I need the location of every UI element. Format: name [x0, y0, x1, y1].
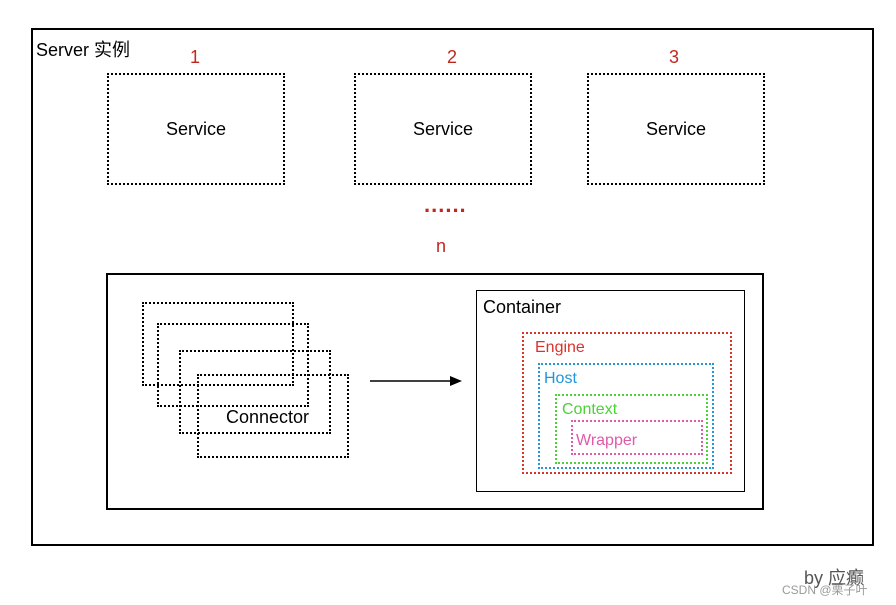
wrapper-label: Wrapper — [576, 432, 638, 449]
engine-box — [522, 332, 732, 474]
engine-label: Engine — [535, 339, 585, 356]
host-box — [538, 363, 714, 469]
service-detail-box — [106, 273, 764, 510]
service-box-2: Service — [354, 73, 532, 185]
connector-label: Connector — [226, 407, 310, 427]
service-box-1: Service — [107, 73, 285, 185]
container-box — [476, 290, 745, 492]
server-instance-box — [31, 28, 874, 546]
connector-box — [142, 302, 294, 386]
connector-box — [157, 323, 309, 407]
container-label: Container — [483, 297, 562, 317]
more-services-ellipsis: ...... — [424, 192, 467, 217]
service-number-3: 3 — [669, 47, 680, 67]
context-box — [555, 394, 708, 464]
service-label: Service — [165, 118, 227, 139]
arrow-right-icon — [370, 376, 462, 386]
context-label: Context — [562, 401, 618, 418]
server-instance-label: Server 实例 — [36, 40, 131, 60]
service-box-3: Service — [587, 73, 765, 185]
connector-box — [197, 374, 349, 458]
service-count-n: n — [436, 236, 447, 256]
host-label: Host — [544, 370, 577, 387]
wrapper-box — [571, 420, 703, 455]
author-credit: by 应癫 — [804, 568, 865, 588]
service-number-2: 2 — [447, 47, 458, 67]
connector-box — [179, 350, 331, 434]
service-number-1: 1 — [190, 47, 201, 67]
service-label: Service — [412, 118, 474, 139]
service-label: Service — [645, 118, 707, 139]
csdn-watermark: CSDN @栗子叶 — [782, 583, 868, 597]
